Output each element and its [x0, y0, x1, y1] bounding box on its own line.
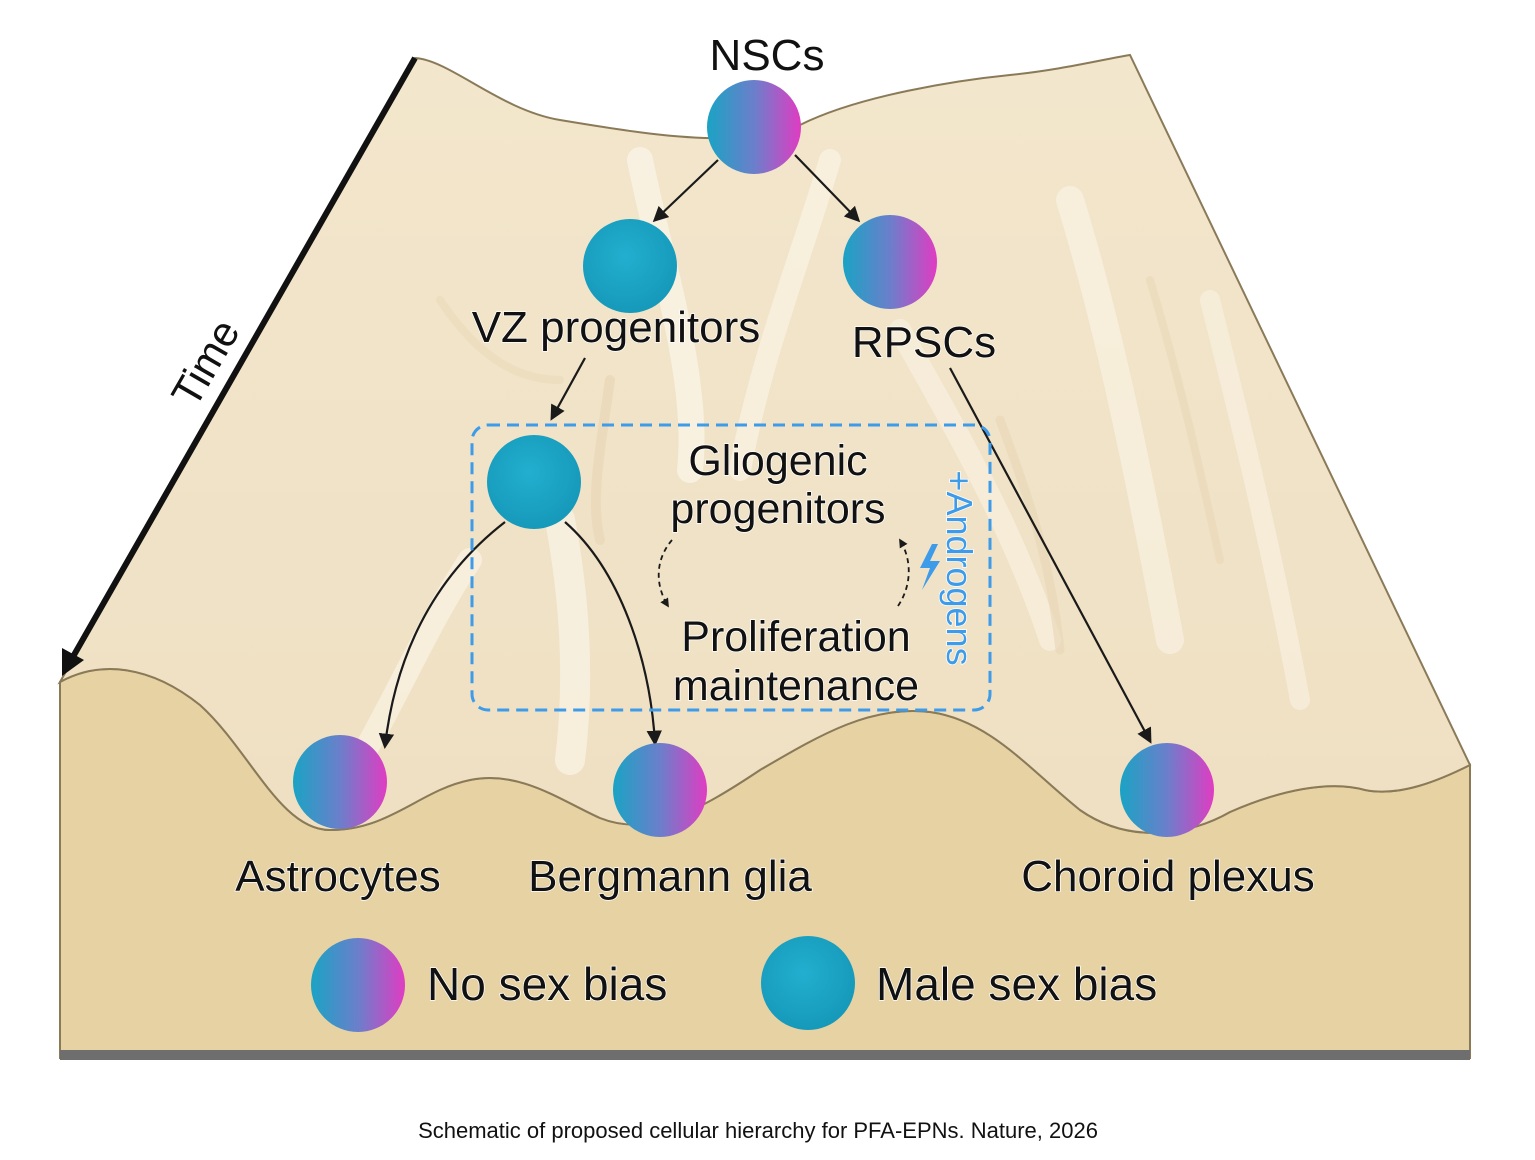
- cells: [293, 80, 1214, 837]
- label-gliogenic-line2: progenitors: [670, 485, 885, 533]
- cell-choroid-plexus: [1120, 743, 1214, 837]
- androgen-box: +Androgens: [470, 423, 992, 712]
- label-astrocytes: Astrocytes: [235, 852, 440, 901]
- arrow-nscs-to-rpscs: [794, 154, 861, 223]
- landscape-ridges: [348, 147, 1310, 775]
- label-proliferation-line2: maintenance: [673, 662, 919, 710]
- lineage-arrows: [378, 154, 1152, 750]
- arrow-rpscs-to-choroid: [949, 367, 1152, 744]
- cell-gliogenic-progenitors: [487, 435, 581, 529]
- cycle-arrow-right: [897, 538, 910, 607]
- arrow-nscs-to-vz: [652, 159, 719, 223]
- arrow-gliogenic-to-bergmann: [564, 521, 662, 747]
- cell-bergmann-glia: [613, 743, 707, 837]
- legend-no-sex-bias-swatch: [311, 938, 405, 1032]
- label-choroid-plexus: Choroid plexus: [1021, 852, 1315, 901]
- cell-vz-progenitors: [583, 219, 677, 313]
- waddington-landscape: [57, 53, 1472, 1060]
- landscape-bottom-edge: [60, 1050, 1470, 1060]
- androgen-dashed-box: [470, 423, 992, 712]
- cycle-arrow-left: [657, 539, 673, 608]
- label-rpscs: RPSCs: [852, 318, 996, 367]
- time-arrow-head: [62, 648, 84, 676]
- cell-nscs: [707, 80, 801, 174]
- label-nscs: NSCs: [710, 31, 825, 80]
- androgens-label: +Androgens: [939, 470, 980, 665]
- label-bergmann-glia: Bergmann glia: [528, 852, 812, 901]
- legend-male-sex-bias-label: Male sex bias: [876, 958, 1157, 1010]
- node-labels: NSCs VZ progenitors RPSCs Gliogenic prog…: [235, 30, 1316, 902]
- figure-caption: Schematic of proposed cellular hierarchy…: [418, 1118, 1098, 1143]
- legend: No sex bias Male sex bias: [311, 936, 1158, 1032]
- arrow-vz-to-gliogenic: [550, 357, 586, 421]
- time-arrow: [67, 56, 418, 664]
- label-proliferation-line1: Proliferation: [681, 613, 910, 661]
- legend-male-sex-bias-swatch: [761, 936, 855, 1030]
- arrow-gliogenic-to-astrocytes: [378, 521, 506, 750]
- cell-astrocytes: [293, 735, 387, 829]
- lightning-bolt-icon: [920, 544, 940, 590]
- label-vz-progenitors: VZ progenitors: [472, 303, 761, 352]
- cell-rpscs: [843, 215, 937, 309]
- legend-no-sex-bias-label: No sex bias: [427, 958, 667, 1010]
- label-gliogenic-line1: Gliogenic: [688, 437, 867, 485]
